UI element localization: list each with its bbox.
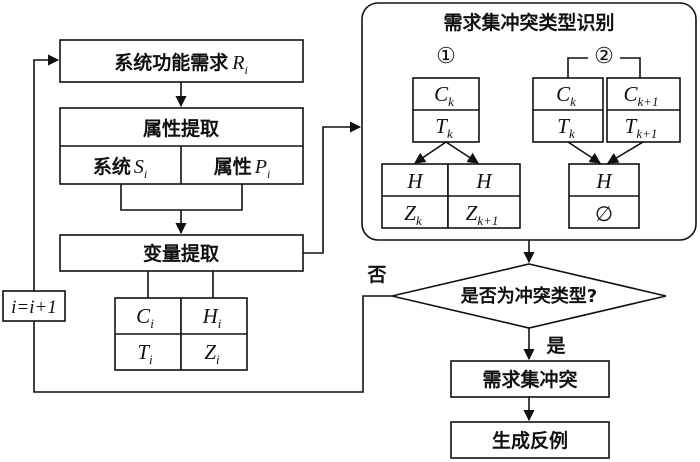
- requirement-box: [59, 39, 304, 83]
- arrow-var-to-panel: [303, 121, 362, 254]
- case1-ck: Ck: [434, 82, 454, 109]
- empty-set-symbol: ∅: [595, 202, 613, 226]
- counterexample-label: 生成反例: [492, 429, 568, 452]
- case2-ck1: Ck+1: [623, 82, 658, 109]
- yes-label: 是: [546, 335, 565, 357]
- case1-zk: Zk: [404, 201, 422, 228]
- no-label: 否: [366, 264, 386, 286]
- case1-h-right: H: [475, 169, 493, 193]
- variable-extraction-box: [59, 234, 304, 272]
- case2-arrow-right: [607, 141, 644, 164]
- decision-text: 是否为冲突类型?: [460, 285, 597, 307]
- conflict-box: [450, 360, 610, 398]
- loop-back-line: [33, 54, 392, 393]
- case2-tk1: Tk+1: [625, 114, 658, 141]
- case1-arrow-left: [414, 141, 447, 164]
- z-variable: Zi: [204, 340, 220, 367]
- case1-zk1: Zk+1: [466, 201, 499, 228]
- case2-tk: Tk: [557, 114, 575, 141]
- loop-counter-box: [2, 290, 66, 322]
- case2-arrow-left: [567, 141, 601, 164]
- case1-tk: Tk: [435, 114, 453, 141]
- conflict-label: 需求集冲突: [482, 368, 577, 391]
- c-variable: Ci: [136, 304, 154, 331]
- case2-bracket: [567, 57, 641, 78]
- counterexample-box: [450, 421, 610, 459]
- case2-number: ②: [594, 43, 614, 68]
- panel-title: 需求集冲突类型识别: [443, 11, 614, 34]
- case1-h-left: H: [406, 169, 424, 193]
- loop-counter-label: i=i+1: [11, 297, 57, 318]
- t-variable: Ti: [137, 340, 153, 367]
- variable-extraction-title: 变量提取: [143, 242, 219, 265]
- merge-bracket: [120, 184, 243, 211]
- h-variable: Hi: [202, 304, 222, 331]
- case1-number: ①: [436, 43, 456, 68]
- case1-arrow-right: [445, 141, 479, 164]
- case2-h: H: [595, 169, 613, 193]
- case2-ck: Ck: [556, 82, 576, 109]
- attribute-extraction-title: 属性提取: [143, 117, 219, 140]
